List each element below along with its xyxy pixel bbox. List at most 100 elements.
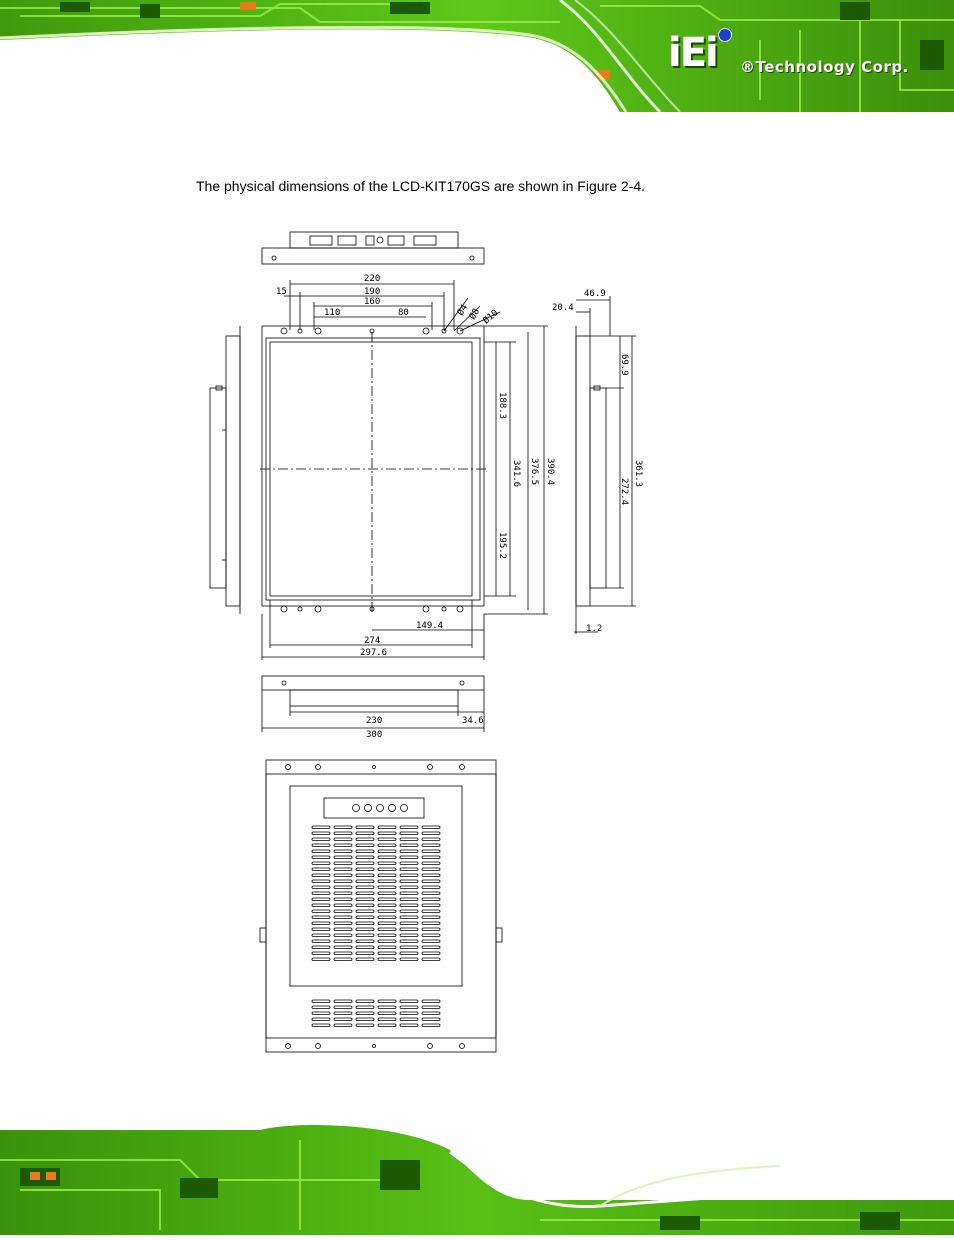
vent-slot xyxy=(399,939,419,943)
vent-slot xyxy=(311,885,331,889)
vent-slot xyxy=(311,951,331,955)
vent-slot xyxy=(355,915,375,919)
vent-slot xyxy=(311,849,331,853)
vent-slot xyxy=(355,957,375,961)
vent-slot xyxy=(355,831,375,835)
vent-slot xyxy=(399,999,419,1003)
vent-slot xyxy=(355,1023,375,1027)
vent-slot xyxy=(333,837,353,841)
vent-slot xyxy=(311,1005,331,1009)
vent-slot xyxy=(333,879,353,883)
vent-slot xyxy=(355,1011,375,1015)
vent-slot xyxy=(333,825,353,829)
vent-slot xyxy=(311,891,331,895)
vent-slot xyxy=(355,1005,375,1009)
vent-slot xyxy=(399,885,419,889)
vent-slot xyxy=(355,849,375,853)
vent-slot xyxy=(377,891,397,895)
vent-slot xyxy=(311,879,331,883)
footer-banner xyxy=(0,1120,954,1235)
vent-slot xyxy=(333,891,353,895)
vent-slot xyxy=(355,921,375,925)
dim-376-5: 376.5 xyxy=(529,458,539,485)
intro-paragraph: The physical dimensions of the LCD-KIT17… xyxy=(196,178,645,194)
dim-297-6: 297.6 xyxy=(360,648,387,658)
bottom-view xyxy=(261,675,485,732)
vent-slot xyxy=(377,903,397,907)
vent-slot xyxy=(311,1017,331,1021)
vent-slot xyxy=(311,1011,331,1015)
vent-slot xyxy=(311,999,331,1003)
vent-slot xyxy=(377,867,397,871)
vent-slot xyxy=(377,897,397,901)
vent-slot xyxy=(421,927,441,931)
vent-slot xyxy=(399,957,419,961)
vent-slot xyxy=(311,843,331,847)
vent-slot xyxy=(311,945,331,949)
vent-slot xyxy=(377,921,397,925)
vent-slot xyxy=(421,951,441,955)
vent-slot xyxy=(421,831,441,835)
dim-190: 190 xyxy=(364,287,380,297)
vent-slot xyxy=(377,1017,397,1021)
vent-slot xyxy=(333,1017,353,1021)
vent-slot xyxy=(311,909,331,913)
vent-slot xyxy=(355,825,375,829)
vent-slot xyxy=(311,861,331,865)
vent-slot xyxy=(333,885,353,889)
vent-slot xyxy=(399,879,419,883)
vent-slot xyxy=(399,951,419,955)
vent-slot xyxy=(421,843,441,847)
dim-300: 300 xyxy=(366,730,382,740)
vent-slot xyxy=(311,855,331,859)
vent-slot xyxy=(311,915,331,919)
vent-slot xyxy=(421,921,441,925)
vent-slot xyxy=(377,957,397,961)
vent-slot xyxy=(355,999,375,1003)
vent-slot xyxy=(421,939,441,943)
vent-slot xyxy=(311,867,331,871)
brand-text: ®Technology Corp. xyxy=(740,58,909,76)
vent-slot xyxy=(333,921,353,925)
vent-slot xyxy=(333,843,353,847)
vent-slot xyxy=(333,999,353,1003)
brand-mark: iEi xyxy=(668,30,719,76)
vent-slot xyxy=(399,897,419,901)
left-side-view xyxy=(209,326,241,614)
logo-dot-icon xyxy=(718,28,732,42)
vent-slot xyxy=(311,825,331,829)
dim-341-6: 341.6 xyxy=(511,460,521,487)
vent-slot xyxy=(377,951,397,955)
dim-274: 274 xyxy=(364,636,380,646)
vent-slot xyxy=(311,837,331,841)
vent-slot xyxy=(399,849,419,853)
vent-slot xyxy=(355,927,375,931)
vent-slot xyxy=(421,849,441,853)
vent-slot xyxy=(421,1005,441,1009)
vent-slot xyxy=(399,825,419,829)
vent-slot xyxy=(421,855,441,859)
vent-slot xyxy=(355,945,375,949)
vent-slots xyxy=(311,825,441,1027)
vent-slot xyxy=(421,1011,441,1015)
vent-slot xyxy=(399,843,419,847)
vent-slot xyxy=(355,879,375,883)
vent-slot xyxy=(333,831,353,835)
dim-15: 15 xyxy=(276,287,287,297)
dim-220: 220 xyxy=(364,274,380,284)
vent-slot xyxy=(355,873,375,877)
vent-slot xyxy=(333,861,353,865)
vent-slot xyxy=(421,867,441,871)
vent-slot xyxy=(333,849,353,853)
vent-slot xyxy=(377,843,397,847)
vent-slot xyxy=(399,861,419,865)
right-side-view xyxy=(574,296,636,634)
vent-slot xyxy=(333,903,353,907)
vent-slot xyxy=(399,933,419,937)
dim-34-6: 34.6 xyxy=(462,716,484,726)
vent-slot xyxy=(333,1023,353,1027)
dim-20-4: 20.4 xyxy=(552,303,574,313)
vent-slot xyxy=(311,921,331,925)
vent-slot xyxy=(355,855,375,859)
vent-slot xyxy=(377,837,397,841)
